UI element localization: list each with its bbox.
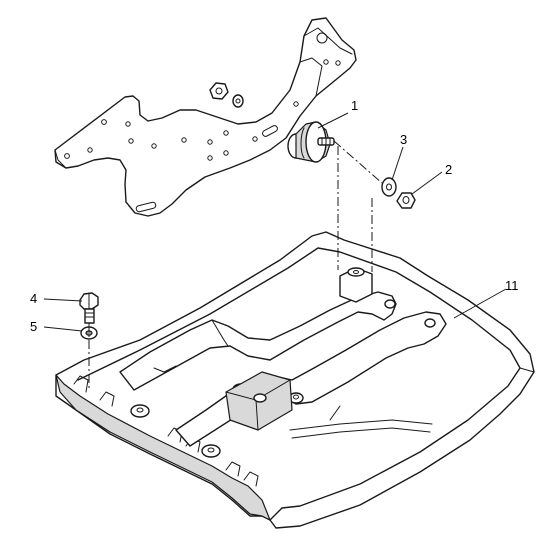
bolt-part-4 [79,292,99,324]
callout-3: 3 [391,132,407,181]
callout-label-11: 11 [505,278,519,293]
assembly-centerlines [88,140,383,388]
callout-4: 4 [30,291,83,306]
plate-nut-and-washer [209,82,244,108]
callout-label-1: 1 [351,98,358,113]
seat-base-tray-part-11 [55,231,535,529]
callout-label-3: 3 [400,132,407,147]
callout-11: 11 [453,278,519,319]
nut-part-2 [396,192,416,209]
callout-label-4: 4 [30,291,37,306]
rubber-mount-part-1 [287,121,335,163]
callout-label-5: 5 [30,319,37,334]
callout-label-2: 2 [445,162,452,177]
washer-part-3 [381,177,397,197]
callout-5: 5 [30,319,83,334]
callout-2: 2 [411,162,452,195]
callout-1: 1 [317,98,358,129]
mounting-bracket-plate [54,17,357,217]
